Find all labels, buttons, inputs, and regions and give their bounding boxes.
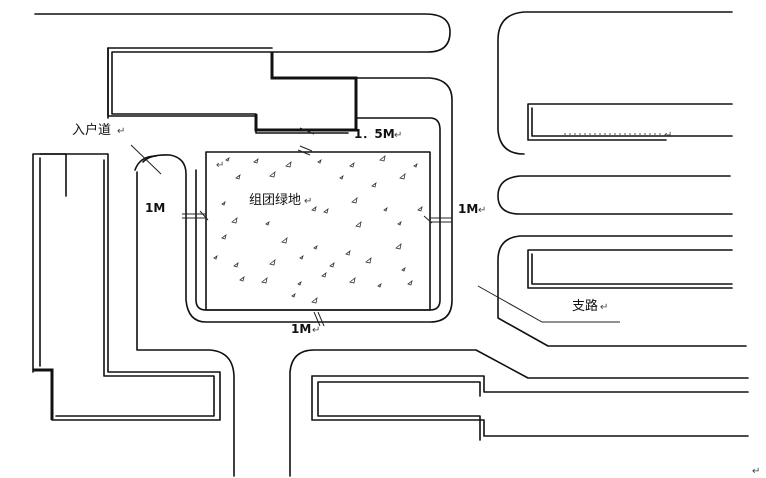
path-width-right: 1M (458, 202, 478, 216)
right-road-edges (497, 11, 747, 347)
return-mark: ↵ (664, 130, 672, 141)
hatch-triangle (349, 162, 355, 168)
left-building (32, 153, 221, 421)
hatch-triangle (355, 221, 362, 228)
hatch-triangle (349, 277, 356, 284)
entrance-road-label: 入户道 (72, 122, 111, 138)
hatch-triangle (281, 237, 288, 244)
central-road-edges (142, 77, 453, 323)
return-mark: ↵ (117, 126, 125, 137)
hatch-triangle (313, 245, 318, 250)
return-mark: ↵ (394, 130, 402, 141)
hatch-triangle (339, 175, 344, 180)
hatch-triangle (239, 276, 245, 282)
hatch-triangle (321, 272, 327, 278)
hatch-triangle (397, 221, 402, 226)
hatch-triangle (371, 182, 377, 188)
hatch-triangle (377, 283, 382, 288)
cluster-green-plot (205, 151, 431, 311)
hatch-triangle (261, 277, 268, 284)
hatch-triangle (311, 206, 317, 212)
hatch-triangle (365, 257, 372, 264)
hatch-triangle (269, 259, 276, 266)
return-mark: ↵ (600, 302, 608, 313)
path-crossings (182, 145, 452, 327)
path-width-left: 1M (145, 201, 165, 215)
bottom-road-edges (289, 349, 749, 477)
return-mark: ↵ (312, 325, 320, 336)
hatch-triangle (417, 206, 423, 212)
return-mark: ↵ (304, 196, 312, 207)
hatch-triangle (407, 280, 413, 286)
branch-road-label: 支路 (572, 298, 598, 314)
green-hatching (213, 155, 423, 304)
hatch-triangle (231, 217, 238, 224)
hatch-triangle (225, 157, 230, 162)
hatch-triangle (311, 297, 318, 304)
hatch-triangle (351, 197, 358, 204)
hatch-triangle (329, 262, 335, 268)
hatch-triangle (213, 255, 218, 260)
hatch-triangle (291, 293, 296, 298)
hatch-triangle (233, 262, 239, 268)
hatch-triangle (401, 267, 406, 272)
leader-lines (130, 127, 620, 323)
hatch-triangle (235, 174, 241, 180)
left-road-edges (134, 155, 235, 477)
hatch-triangle (269, 171, 276, 178)
return-mark: ↵ (478, 205, 486, 216)
hatch-triangle (299, 255, 304, 260)
hatch-triangle (317, 159, 322, 164)
hatch-triangle (265, 221, 270, 226)
hatch-triangle (379, 155, 386, 162)
hatch-triangle (221, 234, 227, 240)
hatch-triangle (395, 243, 402, 250)
return-mark: ↵ (752, 466, 760, 477)
cluster-green-label: 组团绿地 (249, 193, 301, 208)
hatch-triangle (297, 281, 302, 286)
upper-left-building (107, 47, 358, 132)
hatch-triangle (345, 250, 351, 256)
return-mark: ↵ (216, 160, 224, 171)
hatch-triangle (383, 207, 388, 212)
hatch-triangle (399, 173, 406, 180)
path-width-bottom: 1M (291, 322, 311, 336)
hatch-triangle (285, 161, 292, 168)
path-width-top: 1．5M (354, 127, 395, 141)
hatch-triangle (221, 201, 226, 206)
hatch-triangle (413, 163, 418, 168)
top-road-edge (34, 13, 451, 134)
hatch-triangle (253, 158, 259, 164)
hatch-triangle (323, 208, 329, 214)
